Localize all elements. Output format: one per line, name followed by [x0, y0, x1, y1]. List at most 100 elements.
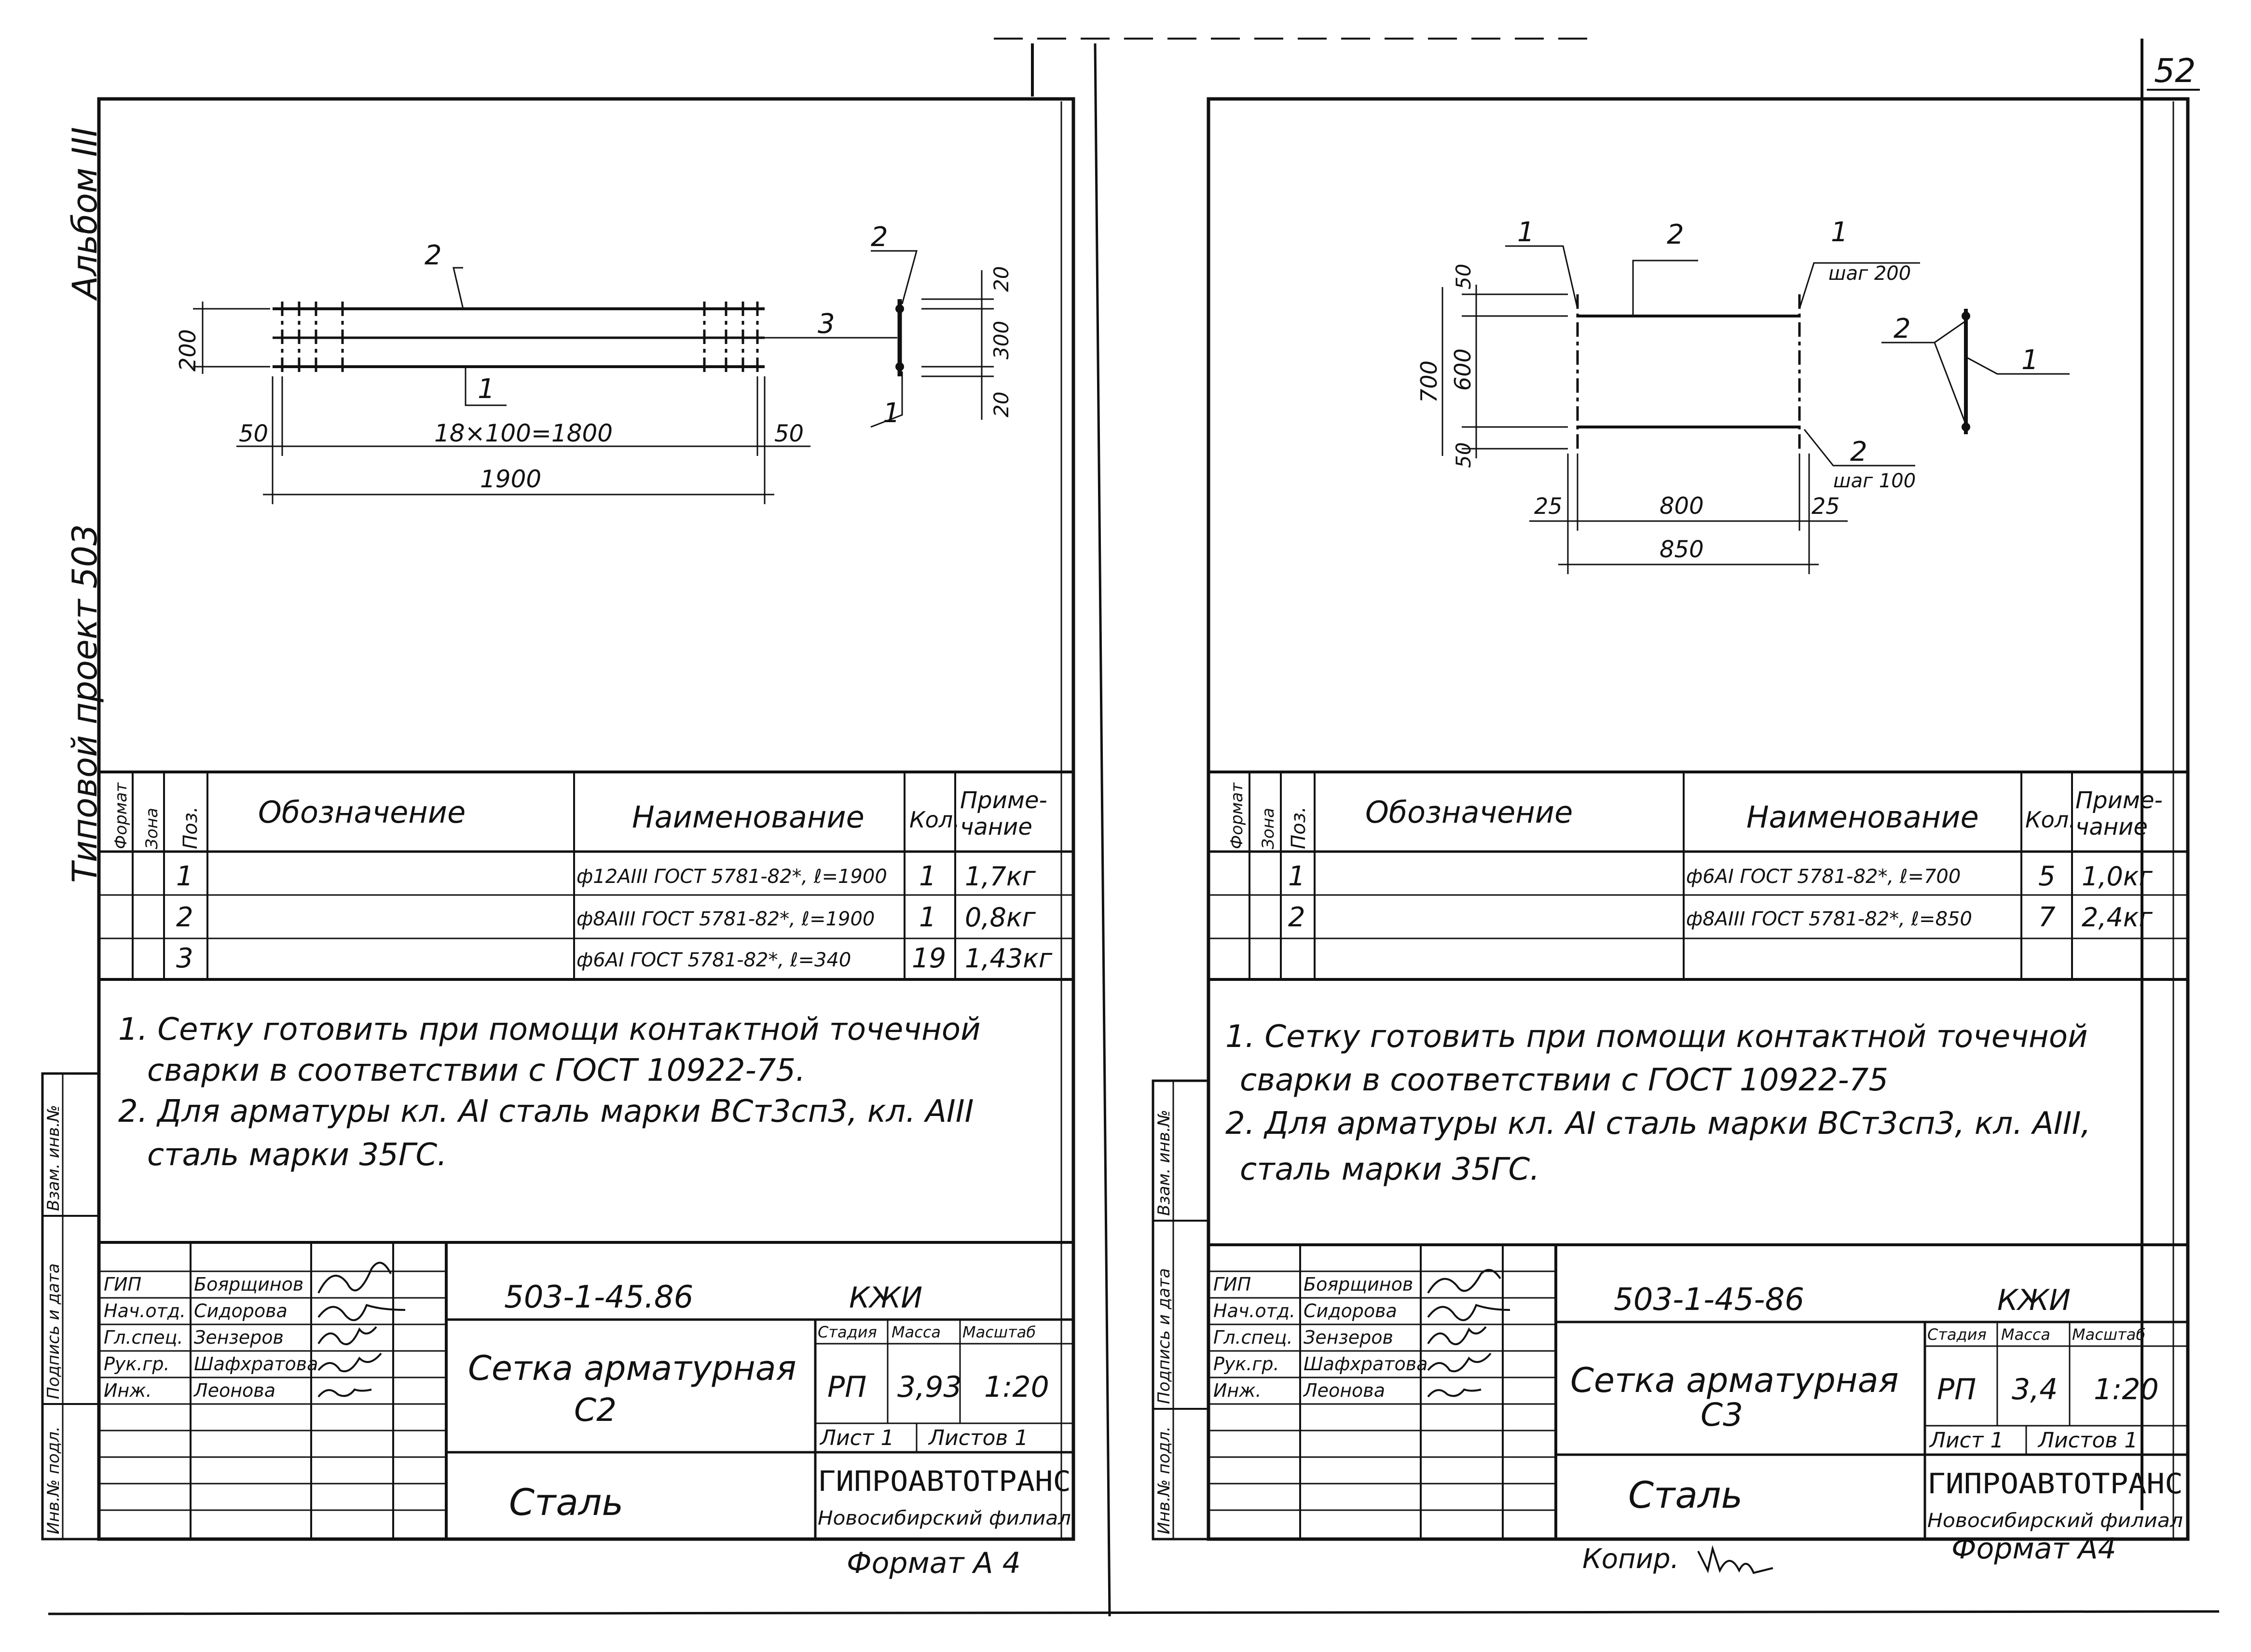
row1-pos: 1: [176, 861, 193, 892]
r-sheets-label: Листов 1: [2037, 1428, 2138, 1453]
row3-qty: 19: [912, 943, 946, 974]
spec-table-left: Формат Зона Поз. Обозначение Наименовани…: [99, 771, 1073, 981]
note-line-4: сталь марки 35ГС.: [147, 1137, 447, 1173]
row1-note: 1,7кг: [965, 861, 1036, 892]
note-line-3: 2. Для арматуры кл. АI сталь марки ВСт3с…: [118, 1094, 974, 1129]
r-doc-title: Сетка арматурная: [1570, 1361, 1899, 1400]
bottom-edge-line: [48, 1610, 2220, 1615]
c2-dim-total: 1900: [480, 465, 541, 493]
stamp-signature-date-right: Подпись и дата: [1154, 1268, 1174, 1404]
r-name-5: Леонова: [1303, 1380, 1385, 1401]
note-line-2: сварки в соответствии с ГОСТ 10922-75.: [147, 1053, 805, 1088]
c3-dim-850: 850: [1660, 536, 1704, 563]
name-3: Зензеров: [194, 1327, 284, 1348]
signature-5: [317, 1388, 372, 1398]
r-org-name: ГИПРОАВТОТРАНС: [1927, 1467, 2183, 1500]
r-role-gip: ГИП: [1213, 1274, 1251, 1295]
r-row2-pos: 2: [1288, 902, 1305, 933]
r-row1-note: 1,0кг: [2082, 861, 2153, 892]
c3-pos-2-br: 2: [1850, 436, 1867, 468]
section-leader-2: [871, 250, 918, 304]
page-number: 52: [2154, 52, 2196, 90]
stamp-inv-no-right: Инв.№ подл.: [1154, 1426, 1174, 1534]
r-material: Сталь: [1628, 1473, 1743, 1516]
side-stamp-right: Инв.№ подл. Подпись и дата Взам. инв.№: [1152, 1079, 1210, 1541]
r-th-pos: Поз.: [1288, 806, 1310, 849]
c3-sec-1: 1: [2021, 344, 2039, 376]
r-note-line-4: сталь марки 35ГС.: [1240, 1152, 1540, 1187]
c2-dim-pitch: 18×100=1800: [434, 419, 613, 447]
leader-pos2: [453, 267, 464, 309]
r-note-line-3: 2. Для арматуры кл. АI сталь марки ВСт3с…: [1225, 1106, 2091, 1142]
r-sheet-label: Лист 1: [1929, 1428, 2004, 1453]
c2-sec-20b: 20: [989, 392, 1013, 417]
th-pos: Поз.: [179, 806, 202, 849]
r-scale-value: 1:20: [2094, 1373, 2159, 1406]
row1-name: ф12АIII ГОСТ 5781-82*, ℓ=1900: [576, 866, 887, 888]
r-signature-3: [1427, 1326, 1487, 1346]
c2-pos-3: 3: [818, 308, 835, 340]
row3-pos: 3: [176, 943, 193, 974]
r-note-line-1: 1. Сетку готовить при помощи контактной …: [1225, 1019, 2088, 1055]
row2-qty: 1: [919, 902, 936, 933]
c2-dim-left: 50: [239, 420, 268, 447]
name-4: Шафхратова: [194, 1353, 318, 1375]
role-eng: Инж.: [104, 1380, 152, 1401]
org-name: ГИПРОАВТОТРАНС: [818, 1465, 1071, 1498]
c2-sec-1: 1: [883, 398, 900, 429]
note-line-1: 1. Сетку готовить при помощи контактной …: [118, 1012, 981, 1047]
c3-leader-2top: [1632, 260, 1698, 316]
drawing-c2: 2 1 200 50 18×100=1800 50 1900 3: [175, 221, 1013, 504]
signature-2: [317, 1304, 406, 1322]
stamp-signature-date: Подпись и дата: [44, 1263, 63, 1399]
th-note-1: Приме-: [960, 787, 1047, 814]
role-head: Нач.отд.: [104, 1300, 186, 1322]
r-mass-label: Масса: [2001, 1325, 2050, 1344]
sheet-left-frame: [97, 97, 1075, 1541]
doc-code: 503-1-45.86: [504, 1280, 693, 1315]
r-name-2: Сидорова: [1304, 1300, 1397, 1322]
c3-dim-25a: 25: [1534, 493, 1563, 519]
title-block-left: ГИП Нач.отд. Гл.спец. Рук.гр. Инж. Боярщ…: [99, 1241, 1073, 1539]
row3-name: ф6АI ГОСТ 5781-82*, ℓ=340: [576, 949, 851, 971]
c3-dim-25b: 25: [1812, 493, 1840, 519]
c2-pos-1: 1: [478, 373, 495, 405]
c2-sec-20a: 20: [989, 266, 1013, 292]
role-gip: ГИП: [104, 1274, 141, 1295]
spec-table-right: Формат Зона Поз. Обозначение Наименовани…: [1208, 771, 2188, 981]
row2-pos: 2: [176, 902, 193, 933]
copy-signature: [1697, 1545, 1773, 1574]
r-name-1: Боярщинов: [1304, 1274, 1413, 1295]
th-zone: Зона: [142, 808, 162, 849]
th-name: Наименование: [632, 799, 865, 835]
notes-left: 1. Сетку готовить при помощи контактной …: [118, 1012, 981, 1173]
c3-section-dot-1: [1962, 312, 1970, 320]
format-left: Формат А 4: [847, 1546, 1021, 1580]
c2-dim-right: 50: [774, 420, 804, 447]
r-row2-qty: 7: [2038, 902, 2056, 933]
scale-label: Масштаб: [962, 1323, 1036, 1341]
r-row1-qty: 5: [2038, 861, 2056, 892]
c2-pos-2: 2: [425, 240, 442, 271]
th-format: Формат: [111, 782, 131, 849]
role-chief: Гл.спец.: [104, 1327, 183, 1348]
row2-name: ф8АIII ГОСТ 5781-82*, ℓ=1900: [576, 908, 875, 930]
r-th-format: Формат: [1227, 782, 1247, 849]
signature-1: [317, 1262, 392, 1294]
row2-note: 0,8кг: [965, 902, 1036, 933]
r-row2-note: 2,4кг: [2082, 902, 2153, 933]
section-dot-2: [895, 362, 904, 371]
stamp-replaced-inv: Взам. инв.№: [44, 1105, 63, 1211]
signature-3: [317, 1326, 377, 1346]
r-signature-1: [1427, 1269, 1501, 1294]
c2-sec-300: 300: [989, 321, 1013, 359]
drawing-c3: 1 2 1 шаг 200 2 шаг 100 50 600 700 50: [1416, 217, 2070, 574]
leader-pos1: [465, 367, 507, 406]
r-th-note-2: чание: [2075, 813, 2148, 840]
c3-step-200: шаг 200: [1828, 262, 1911, 285]
r-th-name: Наименование: [1746, 799, 1979, 835]
r-name-4: Шафхратова: [1304, 1353, 1427, 1375]
th-note-2: чание: [960, 813, 1032, 840]
r-th-qty: Кол.: [2025, 807, 2076, 833]
r-signature-2: [1427, 1304, 1510, 1322]
